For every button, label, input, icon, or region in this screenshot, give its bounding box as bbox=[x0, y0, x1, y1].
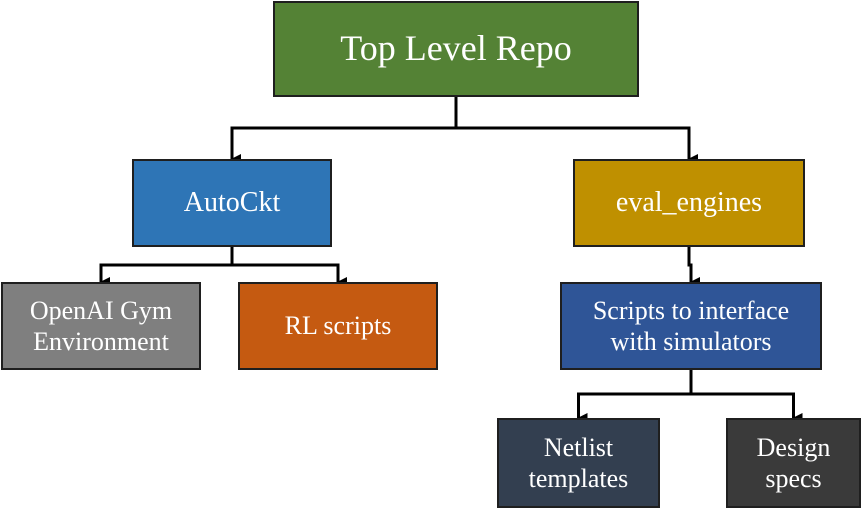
node-autockt: AutoCkt bbox=[132, 159, 332, 247]
connector-root-to-auto bbox=[230, 97, 458, 164]
connector-eval-to-sim bbox=[687, 247, 700, 287]
node-top-level-repo: Top Level Repo bbox=[273, 1, 639, 97]
node-design-specs: Design specs bbox=[726, 418, 861, 508]
connector-auto-to-gym bbox=[99, 247, 234, 287]
connector-auto-to-rl bbox=[230, 247, 347, 287]
connector-sim-to-net bbox=[577, 370, 693, 423]
node-netlist-templates: Netlist templates bbox=[497, 418, 660, 508]
node-rl-scripts: RL scripts bbox=[238, 282, 438, 370]
connector-sim-to-spec bbox=[689, 370, 803, 423]
node-simulator-interface-scripts: Scripts to interface with simulators bbox=[560, 282, 822, 370]
node-eval-engines: eval_engines bbox=[573, 159, 805, 247]
connector-root-to-eval bbox=[454, 97, 698, 164]
node-openai-gym-environment: OpenAI Gym Environment bbox=[1, 282, 201, 370]
